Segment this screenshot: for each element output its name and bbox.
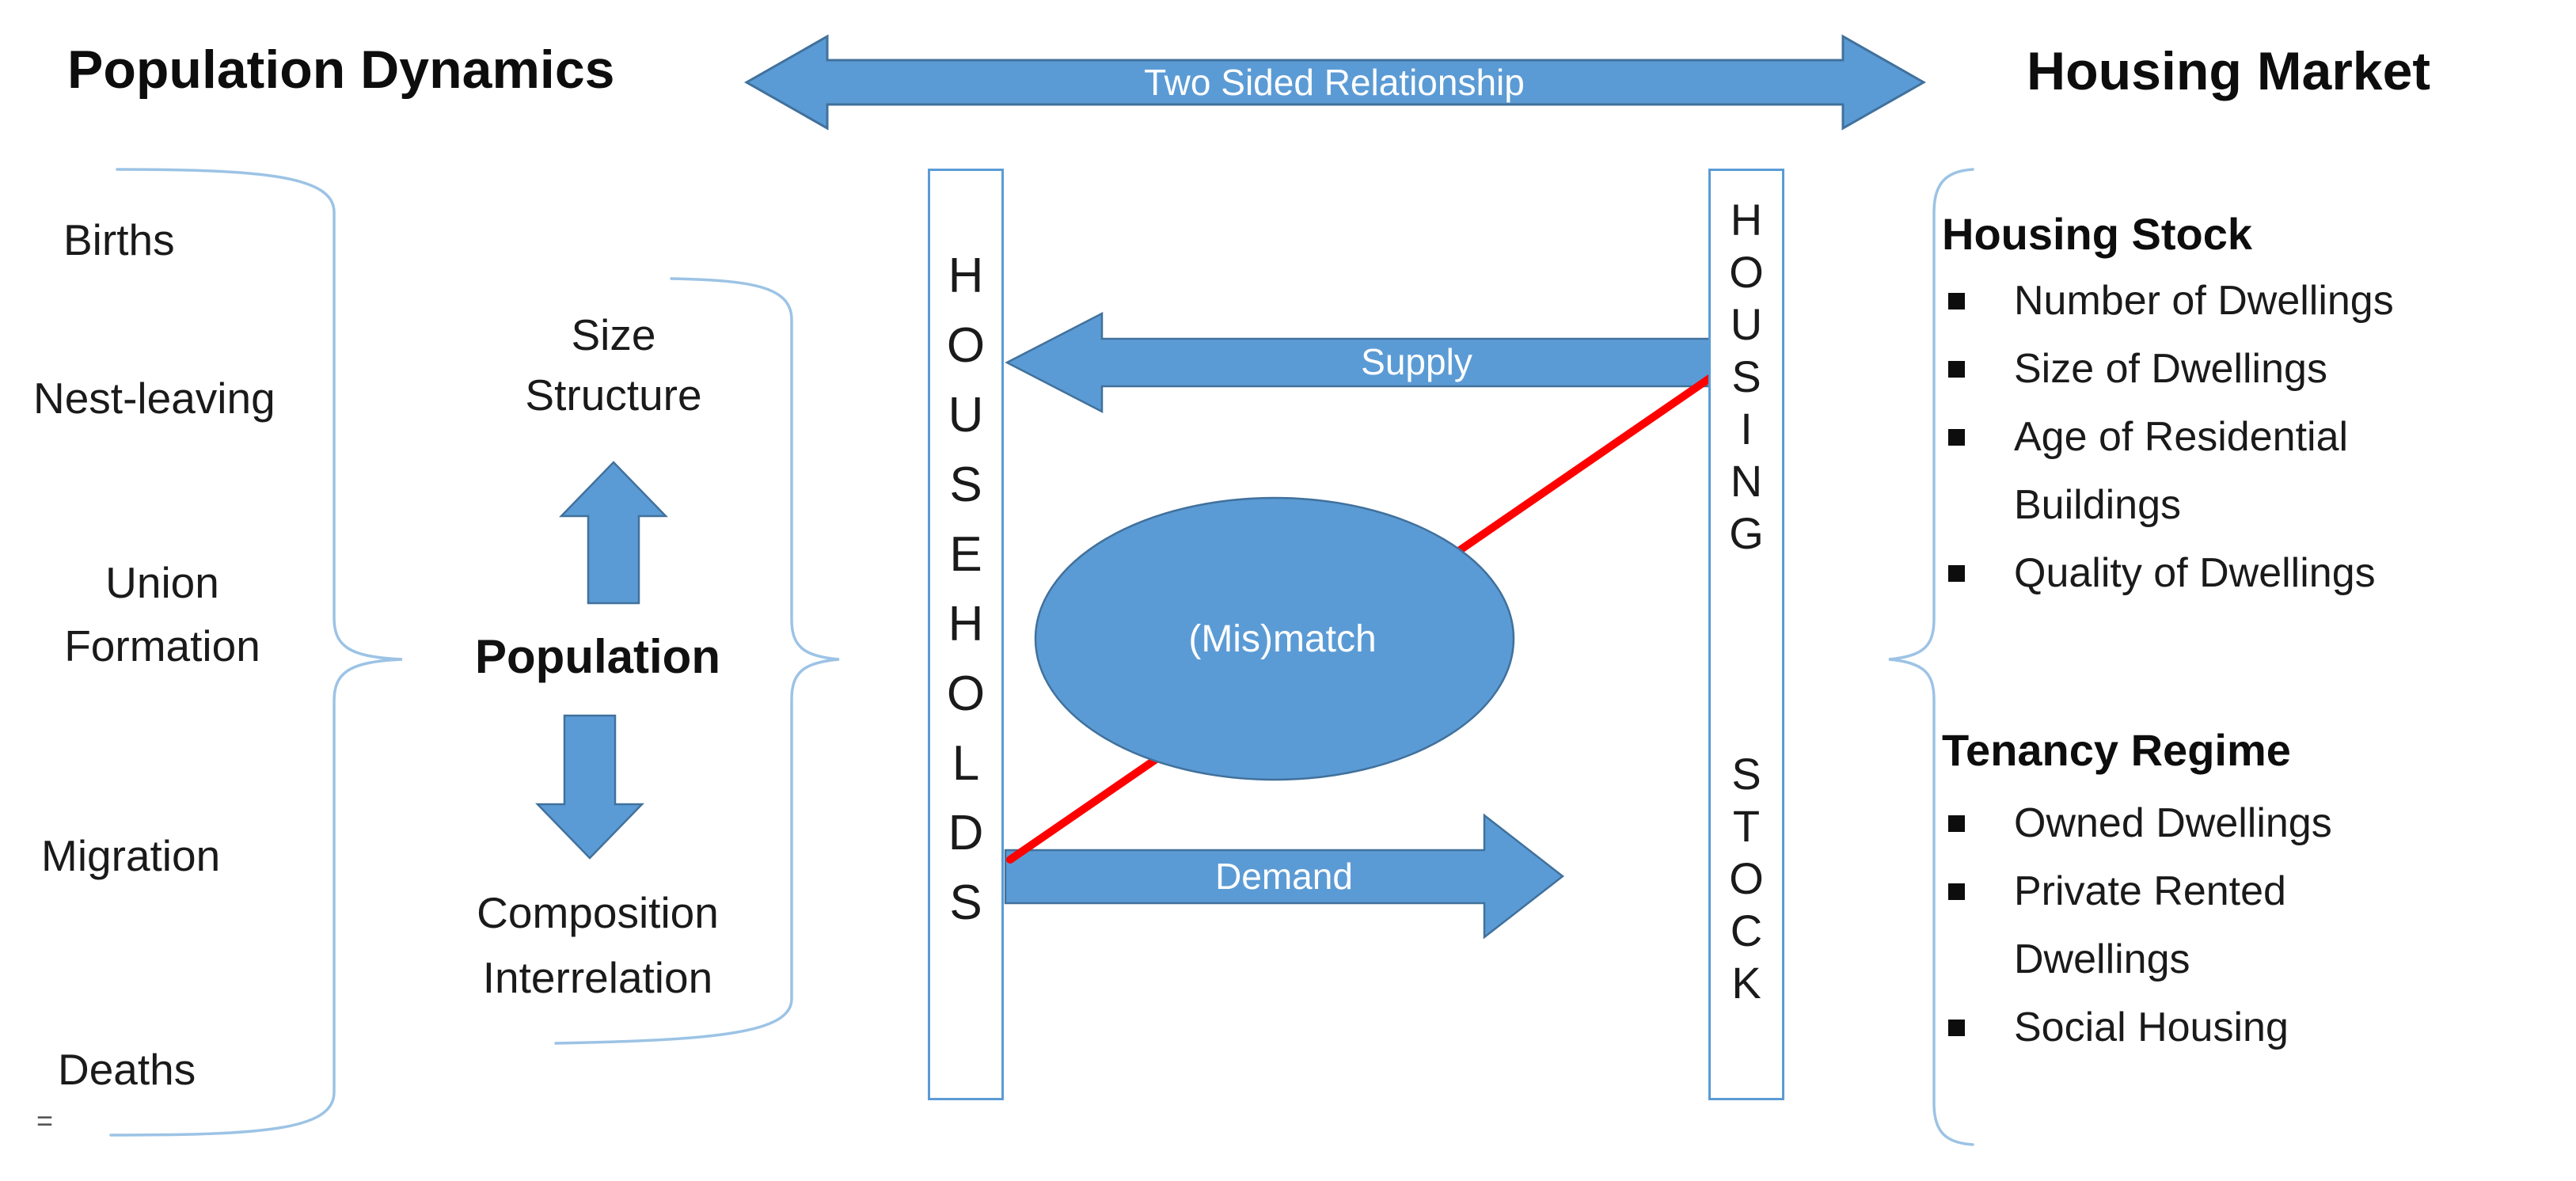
list-item-union-formation: Union Formation: [64, 558, 260, 670]
housing-stock-item: Quality of Dwellings: [2014, 550, 2376, 596]
list-item: Size of Dwellings: [1942, 335, 2528, 403]
mismatch-label: (Mis)match: [1188, 618, 1377, 660]
tenancy-regime-title: Tenancy Regime: [1942, 725, 2291, 775]
housing-stock-title: Housing Stock: [1942, 209, 2253, 259]
size-structure-label: Size Structure: [525, 310, 702, 420]
down-arrow: [535, 714, 644, 860]
demand-label: Demand: [1215, 856, 1353, 897]
list-item-nest-leaving: Nest-leaving: [33, 374, 275, 423]
tenancy-regime-item: Social Housing: [2014, 1004, 2289, 1050]
list-item: Social Housing: [1942, 993, 2528, 1061]
bullet-square-icon: [1948, 293, 1965, 309]
up-arrow: [559, 461, 668, 605]
housing-market-title: Housing Market: [2027, 41, 2431, 101]
population-dynamics-title: Population Dynamics: [67, 40, 615, 100]
tenancy-regime-item: Owned Dwellings: [2014, 800, 2332, 846]
housing-stock-item: Size of Dwellings: [2014, 346, 2327, 392]
list-item: Number of Dwellings: [1942, 267, 2528, 335]
bullet-square-icon: [1948, 883, 1965, 900]
two-sided-relationship-label: Two Sided Relationship: [1144, 62, 1525, 103]
housing-stock-item: Age of Residential Buildings: [2014, 414, 2349, 528]
bullet-square-icon: [1948, 565, 1965, 582]
list-item: Quality of Dwellings: [1942, 539, 2528, 607]
list-item-deaths: Deaths: [58, 1045, 196, 1094]
composition-interrelation-label: Composition Interrelation: [477, 888, 719, 1002]
list-item: Private Rented Dwellings: [1942, 857, 2528, 993]
bullet-square-icon: [1948, 815, 1965, 832]
population-label: Population: [475, 630, 720, 683]
supply-label: Supply: [1361, 341, 1472, 382]
housing-stock-list: Number of Dwellings Size of Dwellings Ag…: [1942, 267, 2528, 607]
list-item-births: Births: [63, 215, 175, 264]
mismatch-line: [1006, 349, 1750, 864]
tenancy-regime-item: Private Rented Dwellings: [2014, 868, 2286, 982]
list-item-migration: Migration: [41, 831, 221, 880]
bullet-square-icon: [1948, 361, 1965, 378]
bullet-square-icon: [1948, 429, 1965, 446]
tenancy-regime-list: Owned Dwellings Private Rented Dwellings…: [1942, 789, 2528, 1061]
housing-stock-item: Number of Dwellings: [2014, 278, 2394, 324]
list-item: Owned Dwellings: [1942, 789, 2528, 857]
corner-mark: =: [36, 1104, 54, 1137]
bullet-square-icon: [1948, 1020, 1965, 1036]
list-item: Age of Residential Buildings: [1942, 403, 2528, 539]
